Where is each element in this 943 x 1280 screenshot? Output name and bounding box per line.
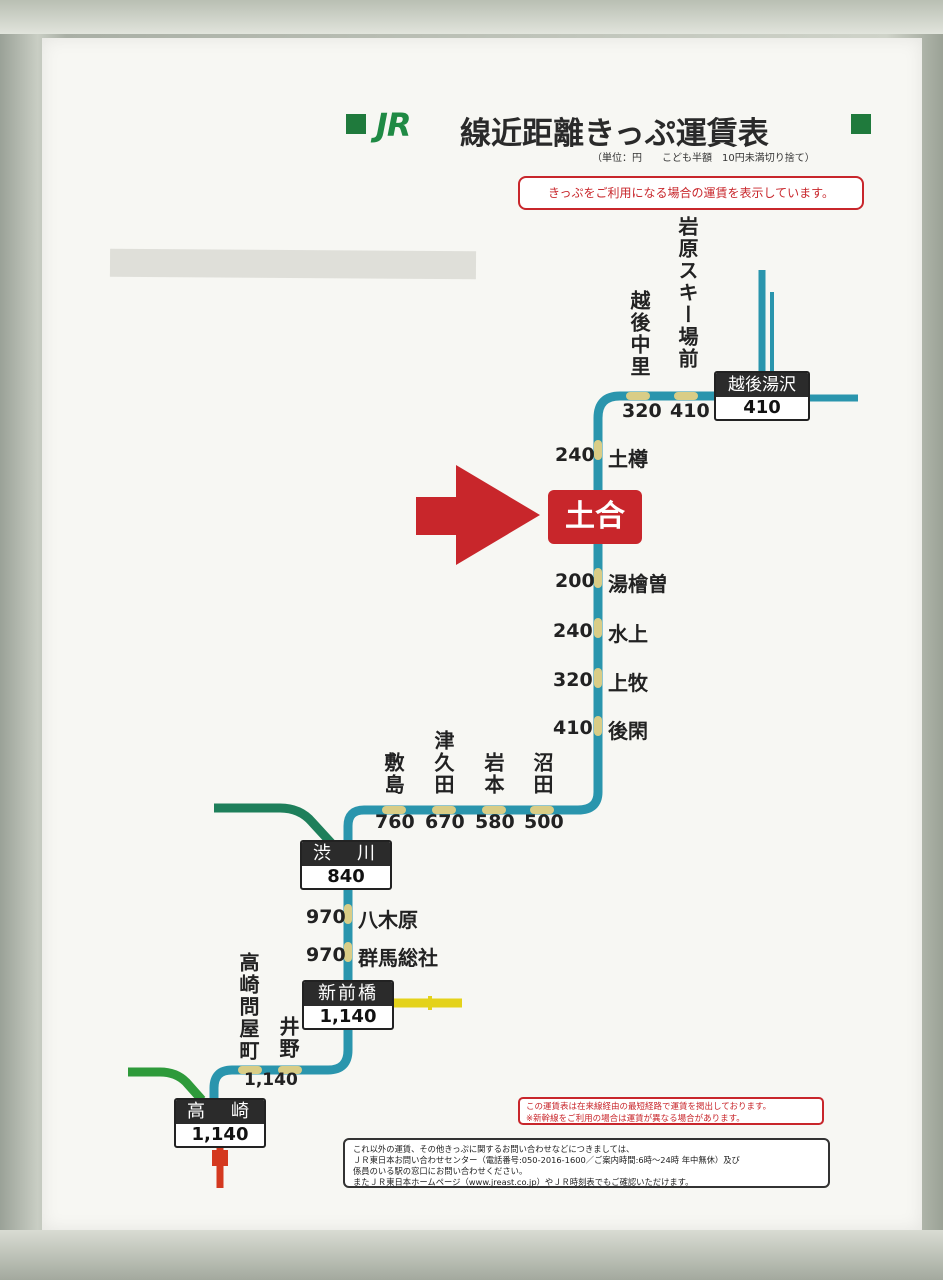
station-fare-iwamoto: 580	[475, 811, 515, 833]
inquiry-line: ＪＲ東日本お問い合わせセンター（電話番号:050-2016-1600／ご案内時間…	[353, 1155, 740, 1165]
station-fare-echigo-nakazato: 320	[622, 400, 662, 422]
station-box-shin-maebashi: 新前橋 1,140	[302, 980, 394, 1030]
station-name-echigo-yuzawa: 越後湯沢	[716, 373, 808, 397]
station-name-echigo-nakazato: 越後中里	[627, 290, 651, 378]
tick-yubiso	[594, 568, 602, 588]
tick-shikishima	[382, 806, 406, 814]
station-fare-takasaki: 1,140	[191, 1124, 249, 1145]
station-name-gunma-soja: 群馬総社	[358, 946, 438, 970]
station-fare-doutaru: 240	[555, 444, 595, 466]
inquiry-line: 係員のいる駅の窓口にお問い合わせください。	[353, 1166, 528, 1176]
tick-numata	[530, 806, 554, 814]
title-square-left	[346, 114, 366, 134]
station-fare-ino: 1,140	[244, 1070, 298, 1090]
joetsu-line	[209, 391, 736, 1108]
route-notice-line: この運賃表は在来線経由の最短経路で運賃を掲出しております。	[526, 1102, 772, 1112]
station-name-iwamoto: 岩本	[481, 752, 505, 796]
station-box-shibukawa: 渋 川 840	[300, 840, 392, 890]
tick-kamimoku	[594, 668, 602, 688]
station-fare-shikishima: 760	[375, 811, 415, 833]
inquiry-notice: これ以外の運賃、その他きっぷに関するお問い合わせなどにつきましては、 ＪＲ東日本…	[343, 1138, 830, 1188]
station-fare-iwappara: 410	[670, 400, 710, 422]
station-fare-minakami: 240	[553, 620, 593, 642]
station-name-shikishima: 敷島	[381, 752, 405, 796]
station-fare-shin-maebashi: 1,140	[319, 1006, 377, 1027]
station-fare-numata: 500	[524, 811, 564, 833]
station-name-yagihara: 八木原	[358, 908, 418, 932]
route-notice: この運賃表は在来線経由の最短経路で運賃を掲出しております。 ※新幹線をご利用の場…	[518, 1097, 824, 1125]
station-fare-shibukawa: 840	[327, 866, 365, 887]
station-box-echigo-yuzawa: 越後湯沢 410	[714, 371, 810, 421]
route-notice-line: ※新幹線をご利用の場合は運賃が異なる場合があります。	[526, 1114, 745, 1124]
station-name-doutaru: 土樽	[608, 447, 648, 471]
tick-gokan	[594, 716, 602, 736]
tick-iwappara	[674, 392, 698, 400]
tick-ino	[278, 1066, 302, 1074]
station-name-takasaki: 高 崎	[176, 1100, 264, 1124]
title-text: 線近距離きっぷ運賃表	[460, 116, 769, 152]
station-name-shin-maebashi: 新前橋	[304, 982, 392, 1006]
station-name-takasaki-tonyamachi: 高崎問屋町	[236, 952, 260, 1062]
tick-yagihara	[344, 904, 352, 924]
takasaki-line-block	[212, 1150, 228, 1166]
tick-nakazato	[626, 392, 650, 400]
tick-doutaru	[594, 440, 602, 460]
station-fare-gokan: 410	[553, 717, 593, 739]
station-fare-gunma-soja: 970	[306, 944, 346, 966]
station-fare-tsukuda: 670	[425, 811, 465, 833]
jr-logo: JR	[376, 106, 412, 144]
frame-top	[0, 0, 943, 34]
agatsuma-line	[214, 803, 338, 850]
current-location-arrow	[416, 465, 540, 565]
station-name-numata: 沼田	[530, 752, 554, 796]
units-note: （単位：円 こども半額 10円未満切り捨て）	[592, 153, 815, 164]
fare-board	[42, 38, 922, 1230]
station-fare-echigo-yuzawa: 410	[743, 397, 781, 418]
station-name-kamimoku: 上牧	[608, 671, 648, 695]
station-fare-yubiso: 200	[555, 570, 595, 592]
frame-bottom	[0, 1230, 943, 1280]
station-name-tsukuda: 津久田	[431, 730, 455, 796]
station-name-ino: 井野	[276, 1016, 300, 1060]
tick-iwamoto	[482, 806, 506, 814]
station-name-minakami: 水上	[608, 622, 648, 646]
title-square-right	[851, 114, 871, 134]
tick-gunma-soja	[344, 942, 352, 962]
current-station-label: 土合	[548, 490, 642, 544]
inquiry-line: またＪＲ東日本ホームページ（www.jreast.co.jp）やＪＲ時刻表でもご…	[353, 1177, 694, 1187]
station-name-iwappara: 岩原スキー場前	[675, 216, 699, 370]
station-name-shibukawa: 渋 川	[302, 842, 390, 866]
board-title: JR 線近距離きっぷ運賃表	[346, 106, 876, 152]
tick-tonyamachi	[238, 1066, 262, 1074]
station-fare-kamimoku: 320	[553, 669, 593, 691]
station-name-gokan: 後閑	[608, 719, 648, 743]
station-fare-yagihara: 970	[306, 906, 346, 928]
inquiry-line: これ以外の運賃、その他きっぷに関するお問い合わせなどにつきましては、	[353, 1144, 635, 1154]
shinetsu-line	[128, 1067, 206, 1103]
station-name-yubiso: 湯檜曽	[608, 572, 668, 596]
tick-minakami	[594, 618, 602, 638]
ticket-notice: きっぷをご利用になる場合の運賃を表示しています。	[518, 176, 864, 210]
station-ticks	[238, 392, 698, 1074]
tick-tsukuda	[432, 806, 456, 814]
station-box-takasaki: 高 崎 1,140	[174, 1098, 266, 1148]
